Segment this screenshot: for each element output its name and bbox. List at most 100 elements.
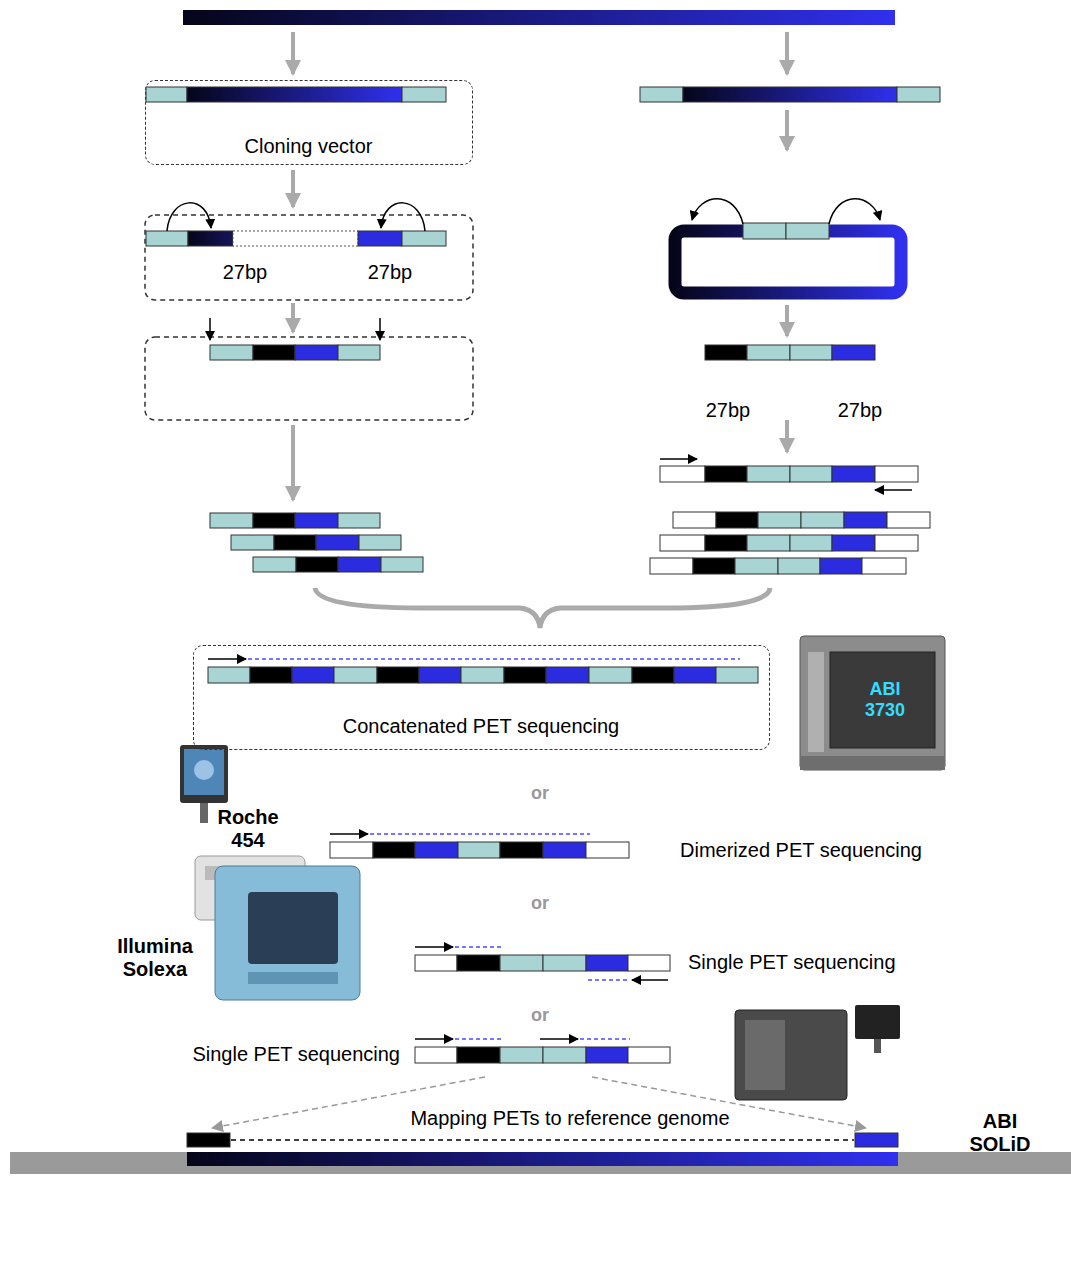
instrument-name: Illumina Solexa <box>109 935 201 981</box>
solid-sequencer <box>735 1010 847 1100</box>
genomic-fragment <box>183 10 895 25</box>
method-label: Single PET sequencing <box>688 951 896 974</box>
solid-sequencer <box>874 1039 881 1053</box>
concatemer <box>716 667 758 683</box>
size-label: 27bp <box>368 261 413 284</box>
dimerized-pet <box>458 842 500 858</box>
insert-in-vector <box>146 87 187 102</box>
single-pet-illumina <box>543 955 586 971</box>
size-label: 27bp <box>838 399 883 422</box>
merge-brace <box>315 588 770 628</box>
mmei-digest-box <box>146 231 188 246</box>
ligated-pet-box <box>295 345 338 360</box>
single-pet-solid <box>500 1047 543 1063</box>
pet-amplicons-right <box>716 512 758 528</box>
single-pet-illumina <box>588 979 630 981</box>
single-pet-illumina <box>455 946 502 948</box>
pet-amplicons-right <box>693 558 735 574</box>
merge-brace <box>315 588 770 628</box>
pet-copies-left <box>253 513 295 528</box>
single-pet-illumina <box>415 955 457 971</box>
abi-3730-sequencer <box>800 756 945 770</box>
box-label: Cloning vector <box>245 135 373 158</box>
mmei-digest-box <box>188 231 233 246</box>
pet-amplicons-right <box>875 466 918 482</box>
reference-genome <box>231 1139 854 1141</box>
roche-454-sequencer <box>184 749 224 795</box>
method-label: Single PET sequencing <box>192 1043 400 1066</box>
or-separator: or <box>531 893 549 914</box>
or-separator: or <box>531 1005 549 1026</box>
concatemer <box>546 667 589 683</box>
pet-copies-left <box>253 557 296 572</box>
concatemer <box>377 667 419 683</box>
illumina-sequencer <box>215 866 360 1000</box>
process-arrow <box>785 305 789 336</box>
pet-amplicons-right <box>660 466 705 482</box>
concatemer <box>589 667 632 683</box>
concatemer <box>334 667 377 683</box>
solid-sequencer <box>745 1020 785 1090</box>
reference-genome <box>855 1133 898 1147</box>
size-label: 27bp <box>706 399 751 422</box>
fragment-with-adapters <box>897 87 940 102</box>
released-pet <box>790 345 832 360</box>
circularized-fragment <box>675 199 901 293</box>
dashed-vector-box: Cloning vector <box>145 80 473 165</box>
single-pet-illumina <box>415 947 670 980</box>
dashed-vector-box: Concatenated PET sequencing <box>193 645 770 750</box>
or-separator: or <box>531 783 549 804</box>
released-pet <box>705 345 875 360</box>
ligated-pet-box <box>379 318 381 340</box>
concatemer <box>504 667 546 683</box>
illumina-sequencer <box>248 892 338 964</box>
concatemer <box>674 667 716 683</box>
roche-454-sequencer <box>200 803 208 823</box>
single-pet-solid <box>543 1047 586 1063</box>
process-arrow <box>785 110 789 150</box>
pet-amplicons-right <box>832 466 875 482</box>
mmei-digest-box <box>233 231 358 246</box>
mmei-digest-box <box>358 231 402 246</box>
pet-amplicons-right <box>862 558 906 574</box>
single-pet-solid <box>628 1047 670 1063</box>
abi-3730-sequencer <box>800 636 945 770</box>
pet-copies-left <box>210 513 423 572</box>
ligated-pet-box <box>338 345 380 360</box>
abi-3730-sequencer <box>800 636 945 770</box>
dimerized-pet <box>543 842 586 858</box>
ligated-pet-box <box>145 318 473 420</box>
dimerized-pet <box>415 842 458 858</box>
single-pet-illumina <box>628 955 670 971</box>
pet-copies-left <box>381 557 423 572</box>
solid-sequencer <box>855 1005 900 1039</box>
pet-amplicons-right <box>875 535 918 551</box>
single-pet-solid <box>455 1038 502 1040</box>
solid-sequencer <box>735 1005 900 1100</box>
process-arrow <box>291 303 295 332</box>
single-pet-solid <box>415 1038 453 1040</box>
circularized-fragment <box>786 223 829 239</box>
circularized-fragment <box>675 231 901 293</box>
abi-3730-sequencer <box>830 652 935 748</box>
pet-amplicons-right <box>887 512 930 528</box>
reference-genome <box>10 1133 1071 1174</box>
process-arrow <box>291 425 295 500</box>
pet-amplicons-right <box>778 558 820 574</box>
pet-copies-left <box>210 513 253 528</box>
process-arrow <box>785 420 789 452</box>
circularized-fragment <box>743 223 786 239</box>
process-arrow <box>291 32 295 74</box>
concatemer <box>632 667 674 683</box>
single-pet-solid <box>580 1038 630 1040</box>
pet-copies-left <box>338 513 380 528</box>
single-pet-illumina <box>586 955 628 971</box>
pet-amplicons-right <box>650 558 693 574</box>
mmei-digest-box <box>381 203 425 231</box>
circularized-fragment <box>829 199 880 224</box>
genomic-fragment <box>183 10 895 25</box>
illumina-sequencer <box>215 866 360 1000</box>
single-pet-solid <box>415 1047 457 1063</box>
fragment-with-adapters <box>640 87 683 102</box>
pet-amplicons-right <box>673 512 716 528</box>
